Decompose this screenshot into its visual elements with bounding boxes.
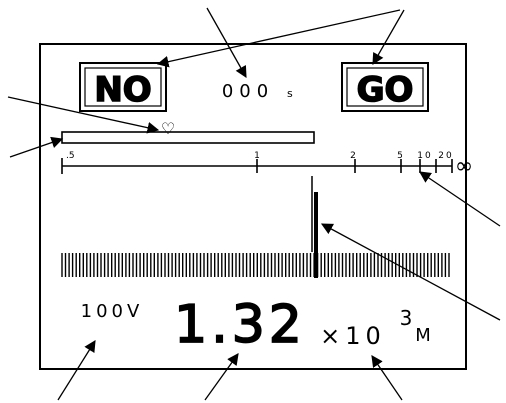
scale-label-20: 20 <box>438 151 453 161</box>
callout-arrow-reading <box>204 353 239 401</box>
callout-arrow-pointer <box>320 223 501 321</box>
callout-arrow-bar <box>9 136 64 158</box>
pointer <box>311 176 318 278</box>
infinity-icon: ∞ <box>455 154 473 179</box>
go-indicator: GO <box>341 62 429 112</box>
log-scale: .5 1 2 5 10 20 ∞ <box>61 151 473 179</box>
lcd-frame <box>39 43 467 370</box>
no-indicator: NO <box>79 62 167 112</box>
multiplier-exponent: 3 <box>400 306 413 330</box>
scale-label-0.5: .5 <box>66 151 75 161</box>
scale-label-2: 2 <box>350 151 356 161</box>
scale-label-5: 5 <box>397 151 403 161</box>
main-reading: 1.32 <box>174 295 306 355</box>
go-label: GO <box>357 70 414 110</box>
callout-arrow-heart <box>7 96 160 134</box>
callout-arrow-go <box>372 9 405 66</box>
voltage-label: 100V <box>81 301 144 322</box>
callout-arrow-scale <box>419 171 501 227</box>
scale-label-10: 10 <box>417 151 432 161</box>
callout-arrow-timer <box>206 7 247 79</box>
timer-value: 000 <box>222 81 274 102</box>
callout-arrows <box>7 7 501 401</box>
heart-icon: ♡ <box>161 119 175 138</box>
timer-unit: s <box>287 87 293 100</box>
scale-label-1: 1 <box>254 151 260 161</box>
callout-arrow-no <box>156 9 401 68</box>
progress-bar-frame <box>61 131 315 144</box>
no-label: NO <box>94 70 151 110</box>
callout-arrow-voltage <box>57 340 96 401</box>
callout-arrow-multiplier <box>371 355 403 401</box>
bargraph <box>61 253 450 277</box>
unit-label: M <box>415 325 431 346</box>
multiplier-prefix: ×10 <box>320 322 386 350</box>
